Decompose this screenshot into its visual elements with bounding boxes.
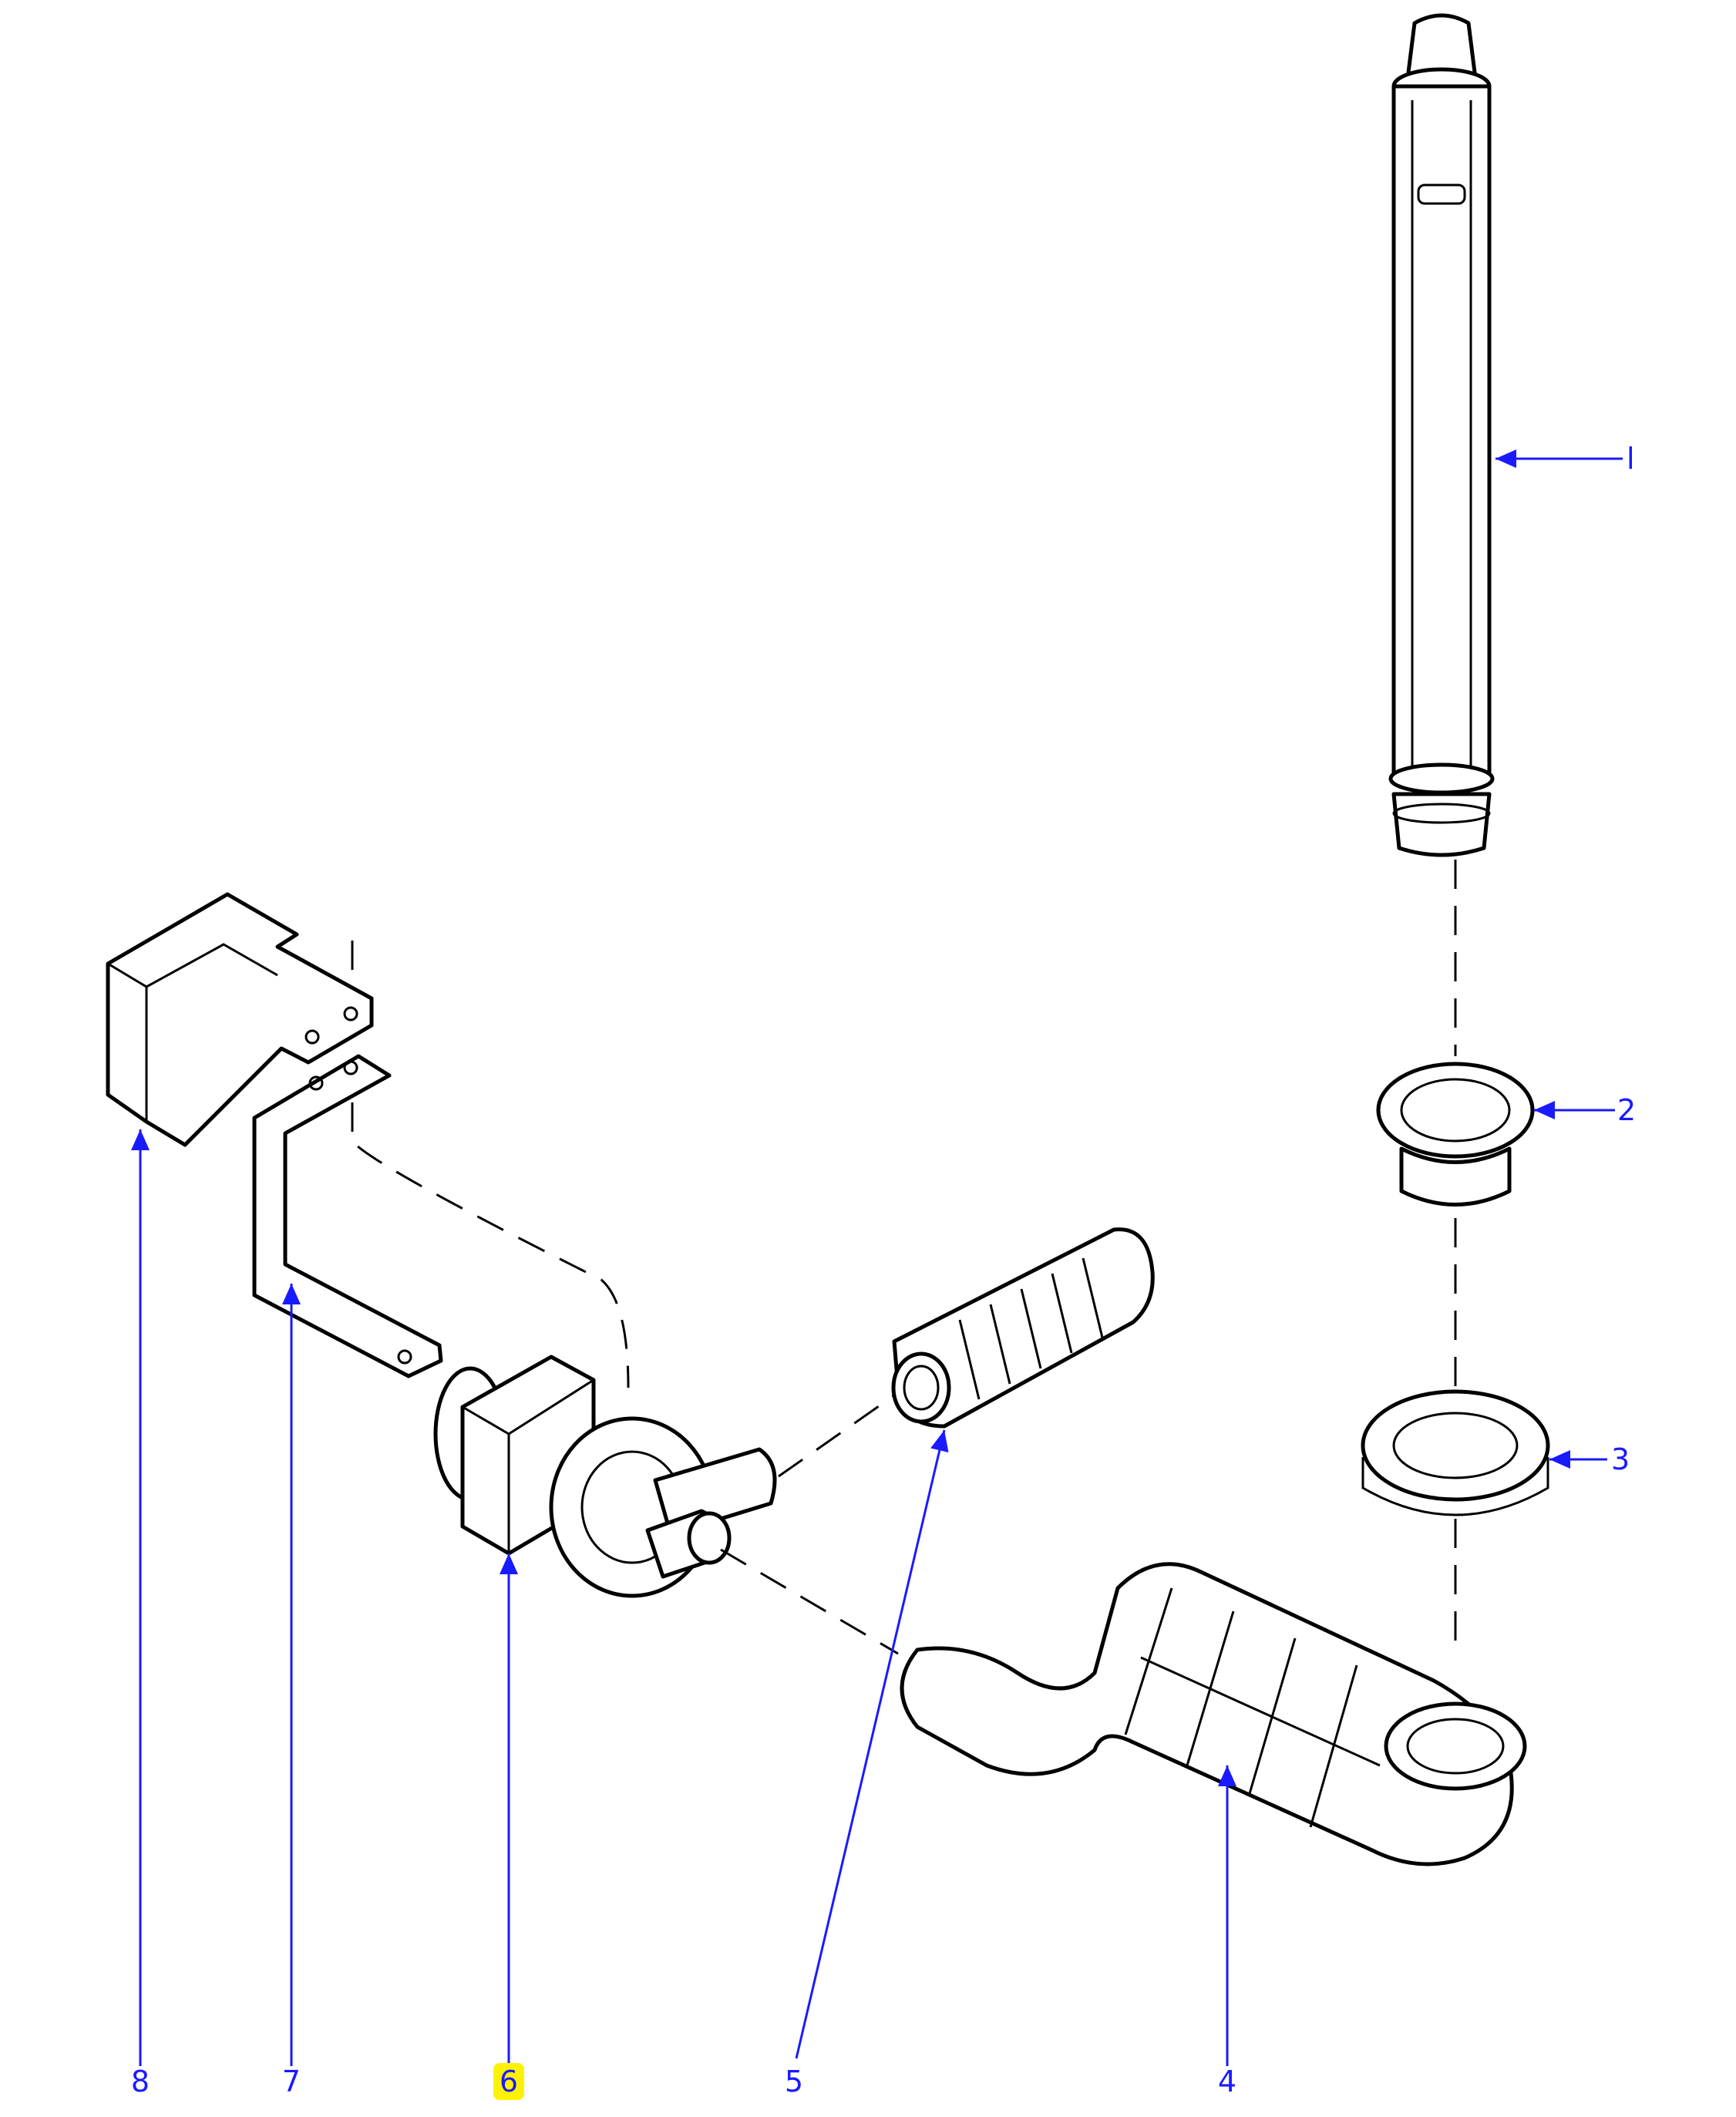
part-5-corrugated-hose[interactable]	[891, 1227, 1155, 1429]
part-1-stand-tube[interactable]	[1388, 13, 1495, 857]
part-2-flanged-sleeve[interactable]	[1376, 1062, 1535, 1207]
axis-line-6-4	[720, 1548, 899, 1655]
callout-1[interactable]: l	[1627, 442, 1635, 476]
callout-7[interactable]: 7	[282, 2065, 301, 2098]
callout-6[interactable]: 6	[500, 2065, 518, 2098]
callout-3[interactable]: 3	[1611, 1442, 1630, 1476]
leader-5	[795, 1429, 949, 2059]
callout-8[interactable]: 8	[131, 2065, 150, 2098]
part-8-cover-box[interactable]	[106, 892, 374, 1147]
part-3-lock-nut[interactable]	[1361, 1389, 1550, 1516]
part-4-strainer-body[interactable]	[900, 1562, 1527, 1866]
callout-2[interactable]: 2	[1617, 1093, 1636, 1127]
part-7-bracket[interactable]	[252, 1054, 443, 1378]
axis-line-6-5	[778, 1394, 895, 1478]
axis-line-7-6	[351, 1102, 630, 1388]
part-6-drain-pump[interactable]	[433, 1355, 777, 1598]
callout-5[interactable]: 5	[785, 2065, 803, 2098]
callout-4[interactable]: 4	[1218, 2065, 1236, 2098]
callout-6-highlight	[493, 2063, 524, 2100]
